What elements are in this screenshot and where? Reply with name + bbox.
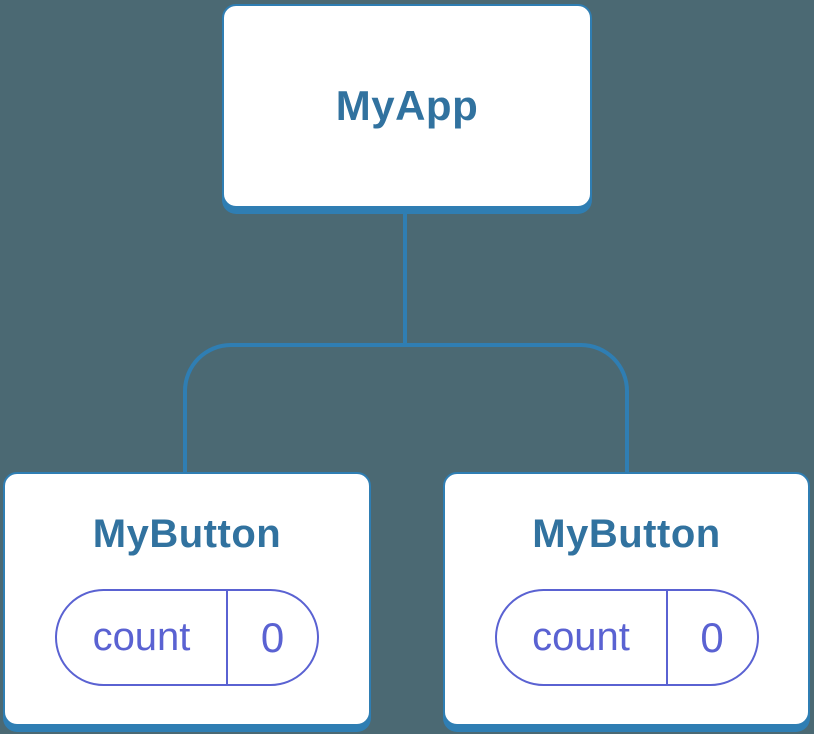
state-pill: count 0 <box>55 589 319 686</box>
component-label: MyButton <box>92 512 282 556</box>
component-label: MyButton <box>532 512 721 556</box>
state-key-label: count <box>57 591 228 684</box>
component-node-mybutton-left: MyButton count 0 <box>3 472 371 726</box>
connector-stem-line <box>403 206 407 347</box>
component-node-myapp: MyApp <box>222 4 592 208</box>
component-label: MyApp <box>335 81 479 129</box>
state-pill: count 0 <box>494 589 759 686</box>
state-key-label: count <box>497 591 668 684</box>
connector-fork-line <box>183 343 629 472</box>
state-value: 0 <box>260 613 285 661</box>
component-node-mybutton-right: MyButton count 0 <box>443 472 810 726</box>
state-value: 0 <box>700 613 724 661</box>
